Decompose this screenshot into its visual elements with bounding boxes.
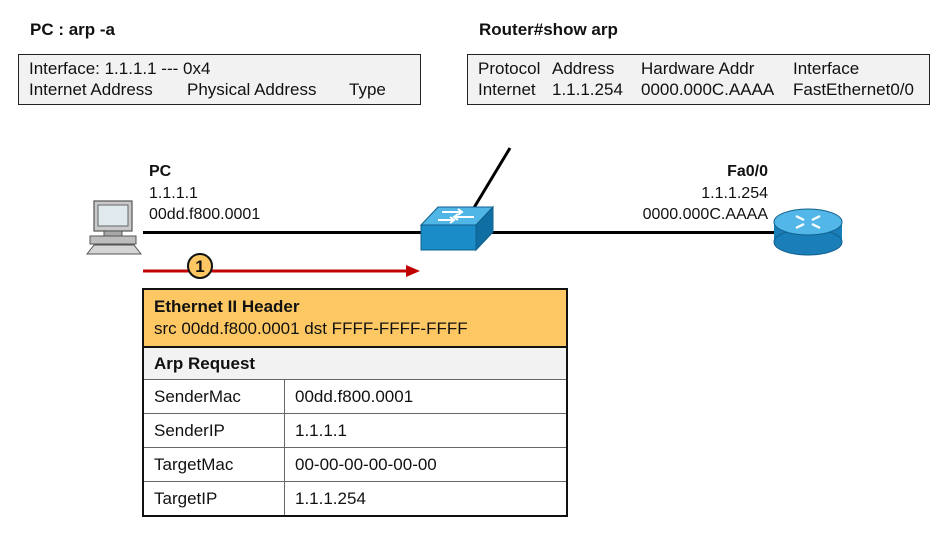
field-key-targetip: TargetIP — [144, 481, 285, 515]
table-row: SenderMac 00dd.f800.0001 — [144, 380, 566, 414]
table-row: SenderIP 1.1.1.1 — [144, 413, 566, 448]
pc-ip: 1.1.1.1 — [149, 185, 198, 202]
arp-request-arrow — [143, 265, 420, 277]
router-icon — [773, 208, 843, 256]
field-key-sendermac: SenderMac — [144, 380, 285, 414]
pc-icon — [86, 200, 143, 255]
step-badge: 1 — [187, 253, 213, 279]
pc-arp-col-internet: Internet Address — [29, 80, 153, 99]
pc-arp-interface-line: Interface: 1.1.1.1 --- 0x4 — [29, 59, 211, 78]
field-key-senderip: SenderIP — [144, 413, 285, 448]
router-arp-header-address: Address — [552, 59, 615, 78]
table-row: TargetMac 00-00-00-00-00-00 — [144, 447, 566, 482]
arp-request-title: Arp Request — [144, 348, 566, 380]
arp-packet: Ethernet II Header src 00dd.f800.0001 ds… — [142, 288, 568, 517]
ethernet-header: Ethernet II Header src 00dd.f800.0001 ds… — [144, 290, 566, 348]
uplink-line — [470, 147, 512, 212]
router-arp-row-protocol: Internet — [478, 80, 536, 99]
router-arp-row-hwaddr: 0000.000C.AAAA — [641, 80, 775, 99]
router-arp-header-interface: Interface — [793, 59, 860, 78]
pc-cli-title: PC : arp -a — [30, 20, 116, 39]
switch-router-link — [488, 231, 780, 234]
field-value-targetip: 1.1.1.254 — [284, 481, 566, 515]
router-arp-output: Protocol Address Hardware Addr Interface… — [467, 54, 930, 105]
ethernet-header-title: Ethernet II Header — [154, 297, 300, 316]
pc-name: PC — [149, 163, 172, 180]
arp-fields-table: SenderMac 00dd.f800.0001 SenderIP 1.1.1.… — [144, 380, 566, 515]
router-if-ip: 1.1.1.254 — [701, 185, 768, 202]
router-arp-row-interface: FastEthernet0/0 — [793, 80, 914, 99]
router-cli-title: Router#show arp — [479, 20, 618, 39]
pc-mac: 00dd.f800.0001 — [149, 206, 261, 223]
pc-switch-link — [143, 231, 425, 234]
pc-arp-output: Interface: 1.1.1.1 --- 0x4 Internet Addr… — [18, 54, 421, 105]
router-arp-header-hwaddr: Hardware Addr — [641, 59, 755, 78]
pc-arp-col-physical: Physical Address — [187, 80, 317, 99]
pc-arp-col-type: Type — [349, 80, 386, 99]
router-arp-row-address: 1.1.1.254 — [552, 80, 623, 99]
field-value-targetmac: 00-00-00-00-00-00 — [284, 447, 566, 482]
field-value-sendermac: 00dd.f800.0001 — [284, 380, 566, 414]
router-if-name: Fa0/0 — [727, 163, 768, 180]
table-row: TargetIP 1.1.1.254 — [144, 481, 566, 515]
ethernet-header-addresses: src 00dd.f800.0001 dst FFFF-FFFF-FFFF — [154, 319, 468, 338]
switch-icon — [419, 205, 495, 252]
router-arp-header-protocol: Protocol — [478, 59, 541, 78]
field-key-targetmac: TargetMac — [144, 447, 285, 482]
field-value-senderip: 1.1.1.1 — [284, 413, 566, 448]
router-if-mac: 0000.000C.AAAA — [642, 206, 768, 223]
